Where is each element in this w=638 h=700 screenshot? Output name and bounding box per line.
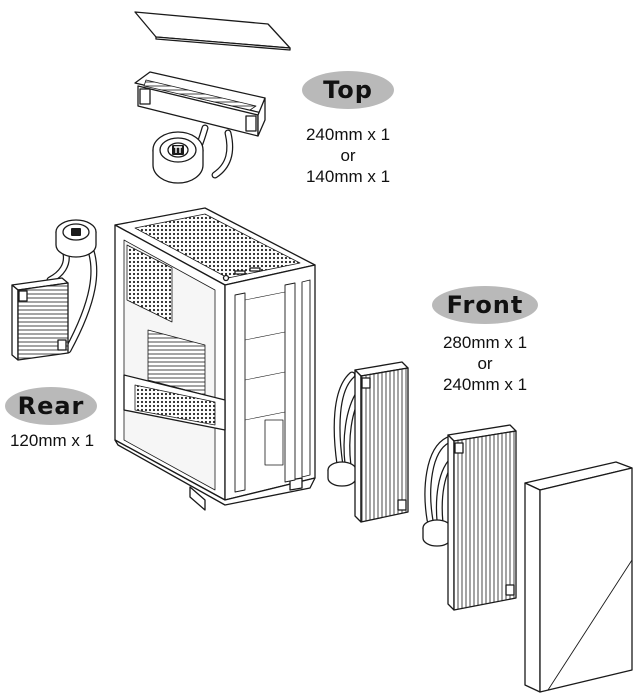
rear-pump-logo-icon (71, 228, 81, 236)
thermaltake-logo-icon (172, 145, 184, 155)
front-label-badge: Front (432, 286, 538, 324)
rear-spec: 120mm x 1 (0, 430, 104, 451)
top-spec-line-3: 140mm x 1 (305, 167, 391, 186)
rear-radiator (11, 219, 98, 361)
pc-case (114, 207, 316, 511)
rear-spec-line-1: 120mm x 1 (9, 431, 95, 450)
front-radiator-1 (327, 361, 409, 523)
front-spec-line-3: 240mm x 1 (442, 375, 528, 394)
front-spec-line-1: 280mm x 1 (442, 333, 528, 352)
top-spec-line-1: 240mm x 1 (305, 125, 391, 144)
front-label: Front (446, 291, 524, 319)
top-label-badge: Top (302, 71, 394, 109)
front-panel (524, 461, 633, 693)
top-spec: 240mm x 1 or 140mm x 1 (288, 124, 408, 187)
top-dust-filter (134, 11, 291, 51)
rear-label: Rear (17, 392, 85, 420)
front-spec: 280mm x 1 or 240mm x 1 (424, 332, 546, 395)
front-radiator-2 (422, 424, 517, 611)
top-label: Top (323, 76, 373, 104)
top-radiator (134, 71, 266, 184)
front-spec-line-2: or (477, 354, 493, 373)
rear-label-badge: Rear (5, 387, 97, 425)
top-spec-line-2: or (340, 146, 356, 165)
